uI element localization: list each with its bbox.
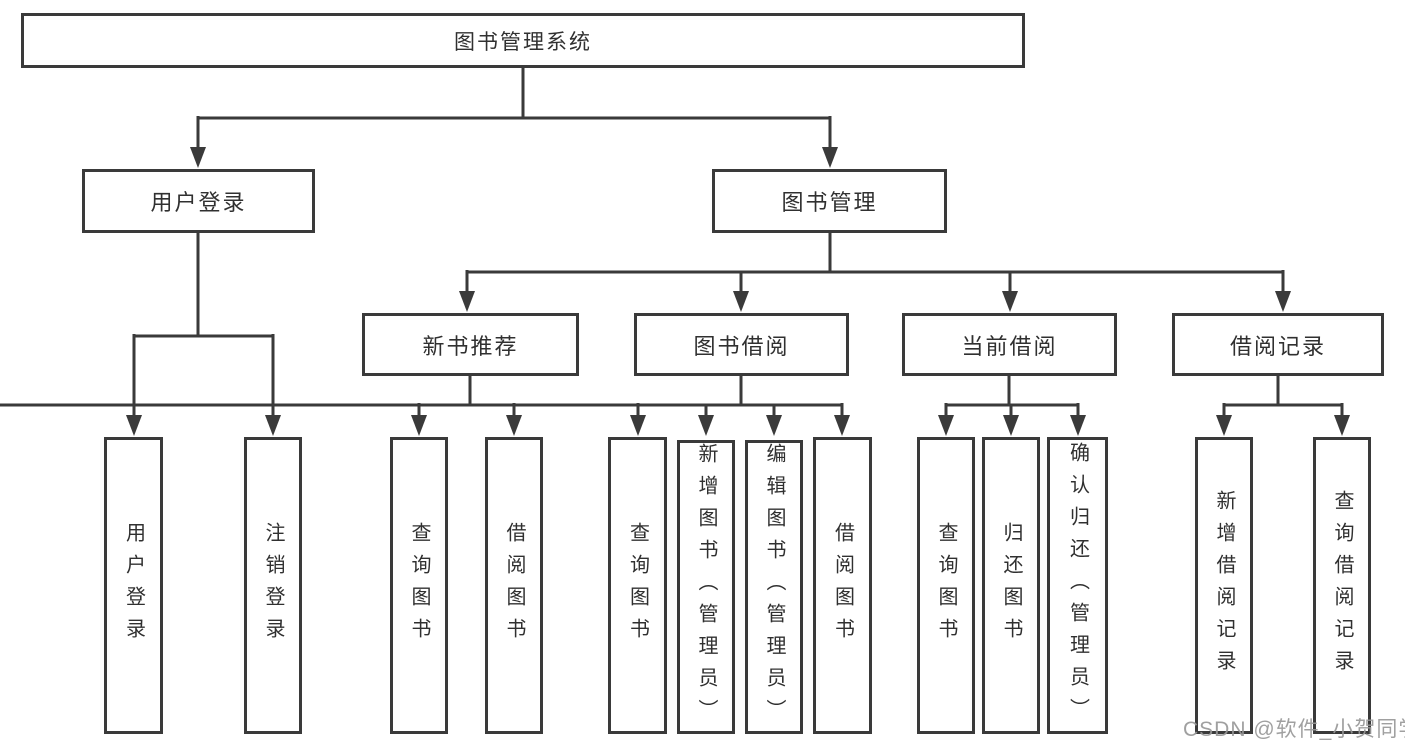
leaf-edit-books-admin-label: 编辑图书（管理员） bbox=[763, 443, 785, 731]
leaf-query-borrow-record: 查询借阅记录 bbox=[1313, 437, 1371, 734]
leaf-confirm-return-admin: 确认归还（管理员） bbox=[1047, 437, 1108, 734]
leaf-user-login: 用户登录 bbox=[104, 437, 163, 734]
leaf-add-books-admin: 新增图书（管理员） bbox=[677, 440, 735, 734]
leaf-return-books-label: 归还图书 bbox=[1000, 521, 1022, 650]
node-system-root-label: 图书管理系统 bbox=[454, 30, 592, 54]
leaf-borrow-query-books: 查询图书 bbox=[608, 437, 667, 734]
leaf-recommend-query-books-label: 查询图书 bbox=[408, 521, 430, 650]
leaf-add-books-admin-label: 新增图书（管理员） bbox=[695, 443, 717, 731]
leaf-recommend-query-books: 查询图书 bbox=[390, 437, 448, 734]
node-current-borrow: 当前借阅 bbox=[902, 313, 1117, 376]
node-current-borrow-label: 当前借阅 bbox=[961, 333, 1058, 359]
leaf-borrow-query-books-label: 查询图书 bbox=[626, 521, 649, 650]
leaf-current-query-books: 查询图书 bbox=[917, 437, 975, 734]
leaf-add-borrow-record: 新增借阅记录 bbox=[1195, 437, 1253, 734]
node-new-book-recommend-label: 新书推荐 bbox=[422, 333, 519, 359]
node-book-borrow-label: 图书借阅 bbox=[693, 333, 790, 359]
leaf-confirm-return-admin-label: 确认归还（管理员） bbox=[1066, 441, 1089, 730]
node-new-book-recommend: 新书推荐 bbox=[362, 313, 579, 376]
node-system-root: 图书管理系统 bbox=[21, 13, 1025, 68]
leaf-logout-label: 注销登录 bbox=[262, 521, 284, 650]
node-book-management: 图书管理 bbox=[712, 169, 947, 233]
node-book-borrow: 图书借阅 bbox=[634, 313, 849, 376]
leaf-recommend-borrow-books-label: 借阅图书 bbox=[503, 521, 525, 650]
node-book-management-label: 图书管理 bbox=[781, 190, 878, 215]
leaf-user-login-label: 用户登录 bbox=[122, 521, 145, 650]
leaf-borrow-books-label: 借阅图书 bbox=[831, 521, 854, 650]
leaf-add-borrow-record-label: 新增借阅记录 bbox=[1213, 489, 1235, 682]
node-user-login: 用户登录 bbox=[82, 169, 315, 233]
leaf-edit-books-admin: 编辑图书（管理员） bbox=[745, 440, 803, 734]
leaf-logout: 注销登录 bbox=[244, 437, 302, 734]
leaf-recommend-borrow-books: 借阅图书 bbox=[485, 437, 543, 734]
node-user-login-label: 用户登录 bbox=[150, 190, 247, 215]
node-borrow-records-label: 借阅记录 bbox=[1229, 333, 1326, 359]
leaf-query-borrow-record-label: 查询借阅记录 bbox=[1331, 489, 1353, 682]
leaf-borrow-books: 借阅图书 bbox=[813, 437, 872, 734]
node-borrow-records: 借阅记录 bbox=[1172, 313, 1384, 376]
leaf-current-query-books-label: 查询图书 bbox=[935, 521, 957, 650]
leaf-return-books: 归还图书 bbox=[982, 437, 1040, 734]
csdn-watermark: CSDN @软件_小贺同学 bbox=[1183, 718, 1405, 741]
